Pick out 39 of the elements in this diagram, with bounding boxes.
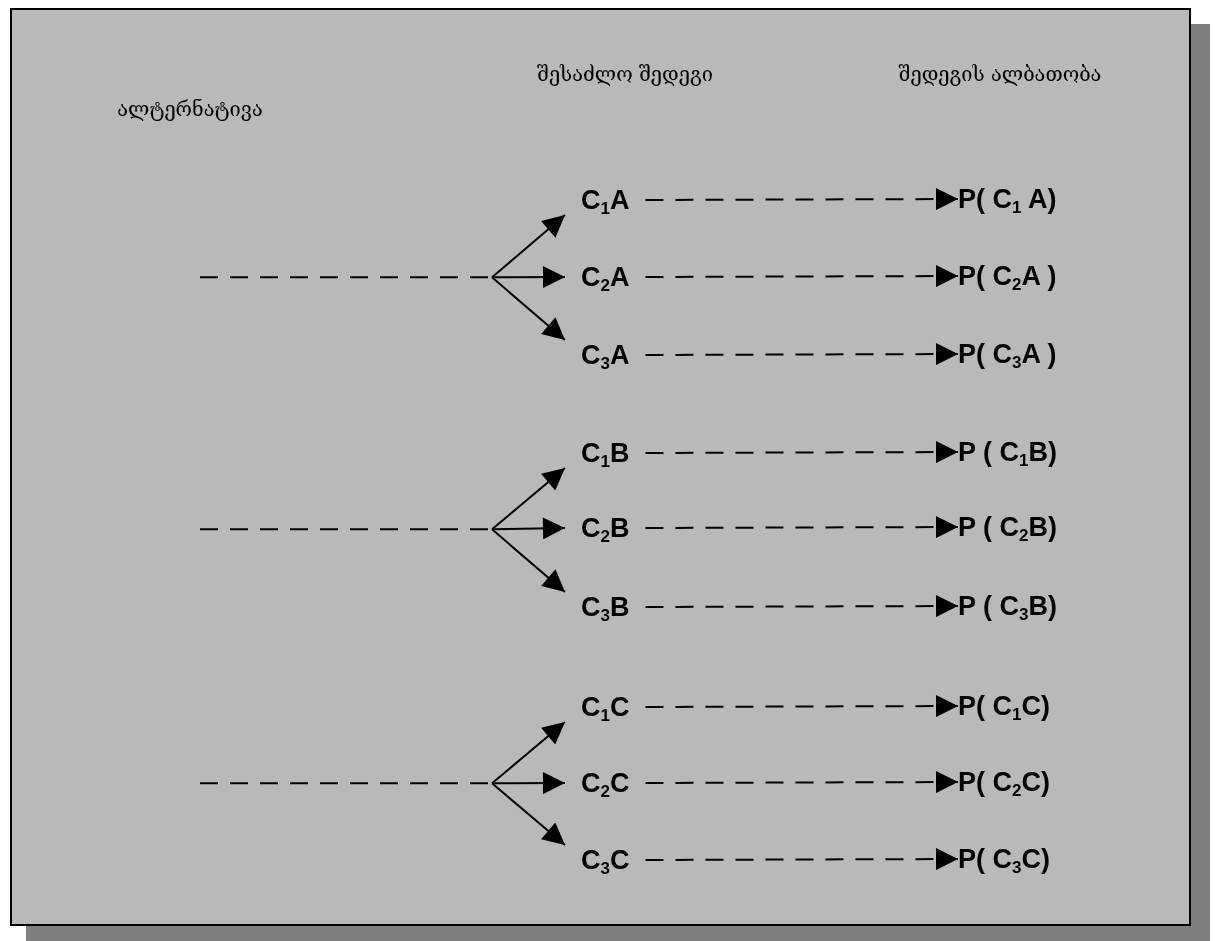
arrow [491,266,566,289]
probability-label: P( C$_{1}$C) [958,689,1050,723]
arrow [644,441,959,464]
arrow [644,188,959,211]
probability-label: P( C$_{3}$C) [958,842,1050,876]
outcome-label: C$_{3}$A [565,338,630,372]
column-heading: ალტერნატივა [116,97,264,121]
arrow [491,517,566,540]
arrow [644,695,959,718]
outcome-label: C$_{3}$C [565,843,630,877]
probability-label: P ( C$_{1}$B) [958,435,1057,469]
arrow [644,595,959,618]
column-heading: შესაძლო შედეგი [536,62,714,86]
probability-label: P( C$_{1}$ A) [958,182,1057,216]
outcome-label: C$_{2}$C [565,766,630,800]
arrow [491,467,566,531]
arrow [491,772,566,795]
arrow [491,782,566,846]
arrow [491,721,566,785]
probability-label: P( C$_{2}$A ) [958,259,1057,293]
probability-label: P ( C$_{2}$B) [958,510,1057,544]
outcome-label: C$_{3}$B [565,590,630,624]
arrow [644,265,959,288]
outcome-label: C$_{2}$A [565,260,630,294]
probability-label: P ( C$_{3}$B) [958,589,1057,623]
arrow [491,528,566,593]
outcome-label: C$_{1}$C [565,690,630,724]
probability-label: P( C$_{3}$A ) [958,337,1057,371]
outcome-label: C$_{2}$B [565,511,630,545]
column-heading: შედეგის ალბათობა [897,62,1103,86]
arrow [644,771,959,794]
arrow [491,276,566,341]
arrow [644,343,959,366]
probability-label: P( C$_{2}$C) [958,765,1050,799]
outcome-label: C$_{1}$A [565,183,630,217]
arrow [491,214,566,279]
outcome-label: C$_{1}$B [565,436,630,470]
arrow [644,848,959,871]
arrow [644,516,959,539]
